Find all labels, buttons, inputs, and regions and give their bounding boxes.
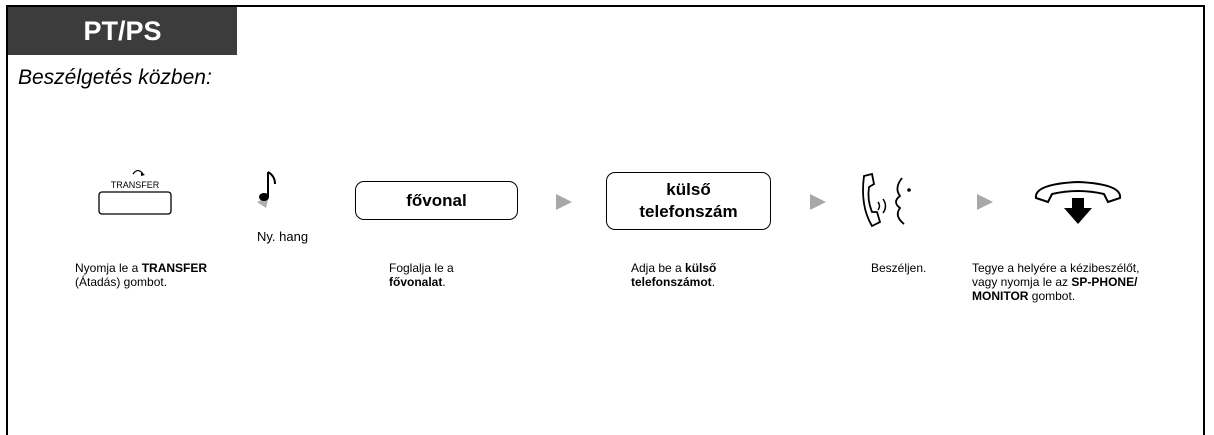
step-4-bold2: telefonszámot xyxy=(631,275,712,289)
hang-up-icon xyxy=(1034,180,1122,224)
arrow-icon xyxy=(977,194,993,210)
step-3-bold: fővonalat xyxy=(389,275,443,289)
arrow-icon xyxy=(556,194,572,210)
co-line-box: fővonal xyxy=(355,181,518,220)
step-1-rest: (Átadás) gombot. xyxy=(75,275,168,289)
step-3-post: . xyxy=(442,275,446,289)
step-6-line2: vagy nyomja le az xyxy=(972,275,1072,289)
external-number-line2: telefonszám xyxy=(639,202,738,221)
page-subtitle: Beszélgetés közben: xyxy=(18,66,212,89)
step-4-text: Adja be a xyxy=(631,261,686,275)
dial-tone-icon xyxy=(257,171,276,208)
step-5-description: Beszéljen. xyxy=(871,261,927,275)
step-4-bold1: külső xyxy=(685,261,717,275)
step-4-post: . xyxy=(711,275,716,289)
step-6-bold1: SP-PHONE/ xyxy=(1071,275,1138,289)
arrow-icon xyxy=(810,194,826,210)
procedure-frame xyxy=(6,5,1205,435)
external-number-box: külső telefonszám xyxy=(606,172,771,230)
step-1-description: Nyomja le a TRANSFER (Átadás) gombot. xyxy=(75,261,265,289)
step-1-text: Nyomja le a xyxy=(75,261,142,275)
step-6-post: gombot. xyxy=(1028,289,1076,303)
step-6-description: Tegye a helyére a kézibeszélőt, vagy nyo… xyxy=(972,261,1202,303)
step-1-bold: TRANSFER xyxy=(141,261,208,275)
dial-tone-caption: Ny. hang xyxy=(257,229,309,244)
talk-icon xyxy=(862,172,911,228)
transfer-key-label: TRANSFER xyxy=(110,180,160,190)
step-6-bold2: MONITOR xyxy=(972,289,1029,303)
step-4-description: Adja be a külső telefonszámot. xyxy=(631,261,791,289)
step-3-description: Foglalja le a fővonalat. xyxy=(389,261,549,289)
step-6-line1: Tegye a helyére a kézibeszélőt, xyxy=(972,261,1140,275)
transfer-key-icon xyxy=(98,169,172,215)
tab-pt-ps: PT/PS xyxy=(8,7,237,55)
step-3-text: Foglalja le a xyxy=(389,261,454,275)
external-number-line1: külső xyxy=(666,180,711,199)
